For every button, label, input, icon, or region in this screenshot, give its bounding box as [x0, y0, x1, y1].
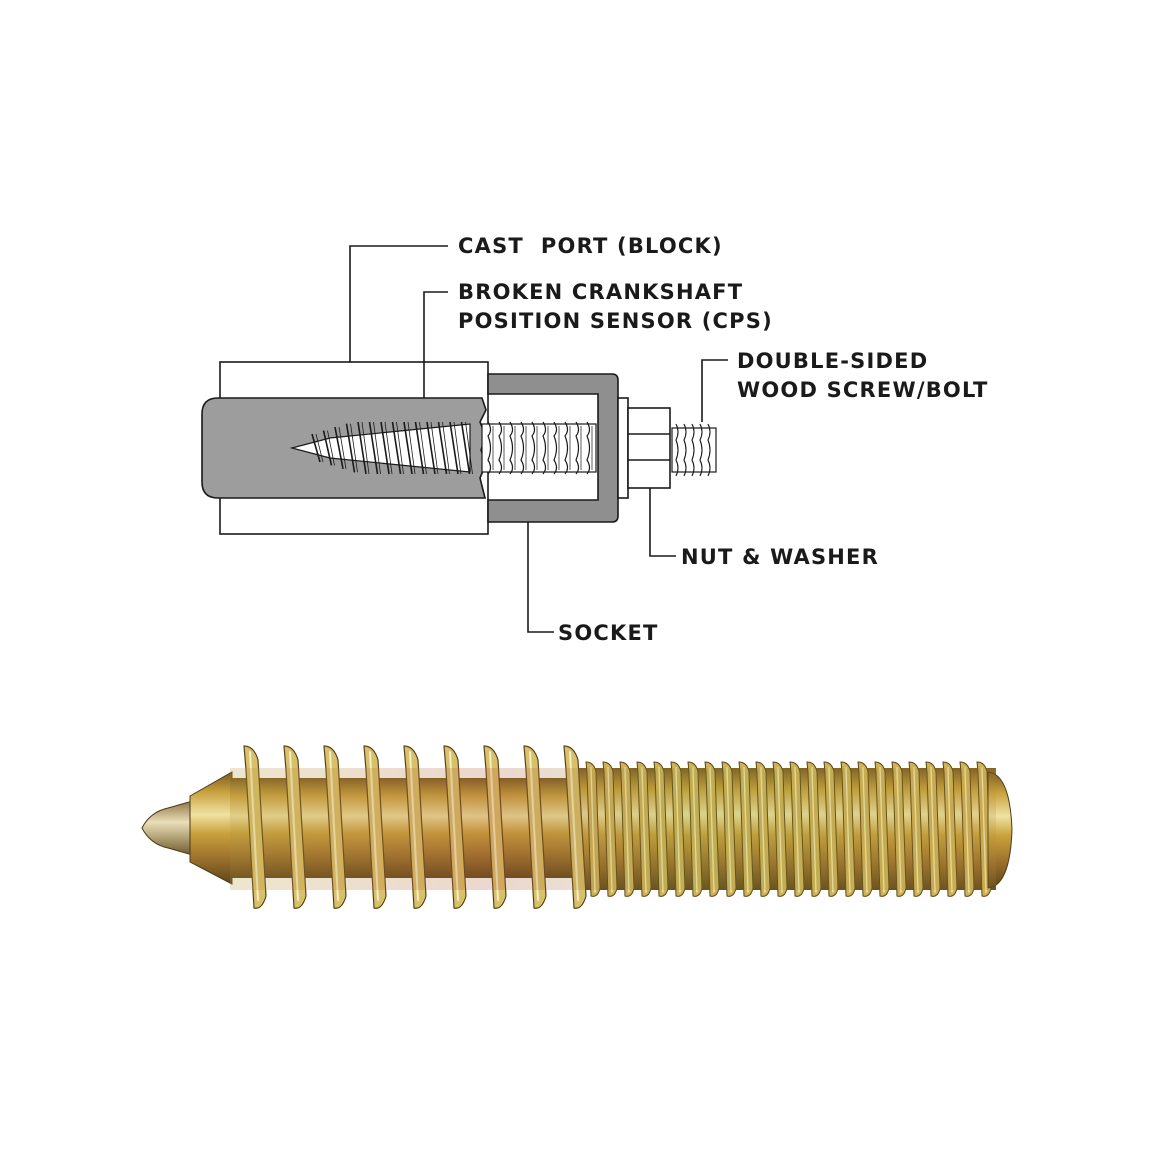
broken-cps-label-line2: POSITION SENSOR (CPS): [458, 309, 773, 333]
bolt-tip: [142, 800, 196, 856]
screw-label-line2: WOOD SCREW/BOLT: [737, 378, 989, 402]
socket-leader: [528, 522, 554, 632]
cast-port-leader: [350, 246, 448, 362]
nut-washer-leader: [650, 488, 676, 556]
bolt-tint: [230, 768, 996, 890]
cast-port-label: CAST PORT (BLOCK): [458, 234, 723, 258]
screw-leader: [702, 360, 728, 422]
broken-cps-label-line1: BROKEN CRANKSHAFT: [458, 280, 743, 304]
socket-label: SOCKET: [558, 621, 659, 645]
nut-washer-label: NUT & WASHER: [681, 545, 879, 569]
bolt-cone: [190, 772, 232, 884]
nut-and-washer: [618, 398, 670, 498]
double-sided-wood-screw-bolt-photo: [142, 746, 1012, 908]
screw-label-line1: DOUBLE-SIDED: [737, 349, 928, 373]
